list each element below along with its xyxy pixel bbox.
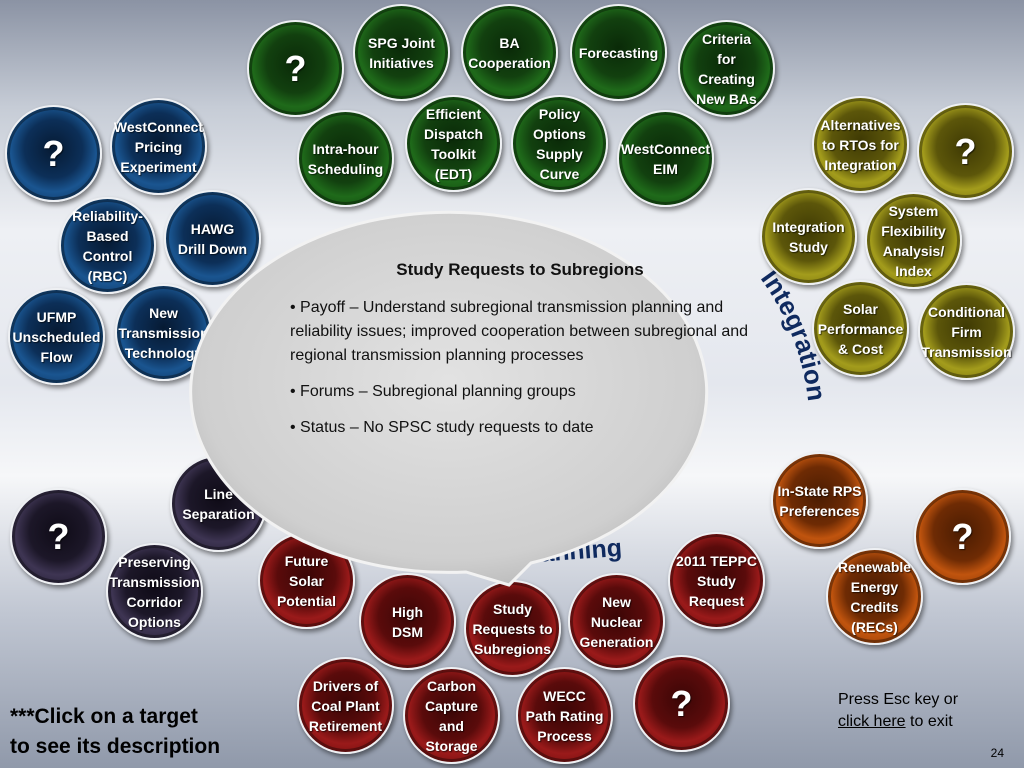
new-nuclear-target[interactable]: New Nuclear Generation: [568, 573, 665, 670]
page-number: 24: [990, 746, 1004, 760]
callout-bullet-status: • Status – No SPSC study requests to dat…: [290, 419, 594, 436]
high-dsm-target[interactable]: High DSM: [359, 573, 456, 670]
criteria-new-bas-target[interactable]: Criteria for Creating New BAs: [678, 20, 775, 117]
red-unknown-target[interactable]: ?: [633, 655, 730, 752]
intra-hour-scheduling-target[interactable]: Intra-hour Scheduling: [297, 110, 394, 207]
click-instructions: ***Click on a target to see its descript…: [10, 702, 220, 762]
forecasting-target[interactable]: Forecasting: [570, 4, 667, 101]
system-flexibility-target[interactable]: System Flexibility Analysis/ Index: [865, 192, 962, 289]
click-instructions-line2: to see its description: [10, 735, 221, 758]
conditional-firm-transmission-target[interactable]: Conditional Firm Transmission: [918, 283, 1015, 380]
policy-options-target[interactable]: Policy Options Supply Curve: [511, 95, 608, 192]
edt-target[interactable]: Efficient Dispatch Toolkit (EDT): [405, 95, 502, 192]
study-requests-subregions-target[interactable]: Study Requests to Subregions: [464, 580, 561, 677]
exit-line1: Press Esc key or: [838, 691, 959, 708]
callout-bullet-payoff: • Payoff – Understand subregional transm…: [290, 299, 749, 364]
integration-study-target[interactable]: Integration Study: [760, 188, 857, 285]
callout-title: Study Requests to Subregions: [396, 260, 644, 279]
exit-link[interactable]: click here: [838, 713, 906, 730]
blue-unknown-target[interactable]: ?: [5, 105, 102, 202]
olive-unknown-target[interactable]: ?: [917, 103, 1014, 200]
exit-suffix: to exit: [905, 713, 953, 730]
hawg-drill-down-target[interactable]: HAWG Drill Down: [164, 190, 261, 287]
wecc-path-rating-target[interactable]: WECC Path Rating Process: [516, 667, 613, 764]
orange-unknown-target[interactable]: ?: [914, 488, 1011, 585]
click-instructions-line1: ***Click on a target: [10, 705, 198, 728]
exit-line2: click here to exit: [838, 711, 958, 733]
input-planning-label: Input to Planning: [417, 534, 623, 576]
westconnect-pricing-target[interactable]: WestConnect Pricing Experiment: [110, 98, 207, 195]
solar-performance-target[interactable]: Solar Performance & Cost: [812, 280, 909, 377]
preserving-corridor-target[interactable]: Preserving Transmission Corridor Options: [106, 543, 203, 640]
ba-cooperation-target[interactable]: BA Cooperation: [461, 4, 558, 101]
line-separation-target[interactable]: Line Separation: [170, 455, 267, 552]
in-state-rps-target[interactable]: In-State RPS Preferences: [771, 452, 868, 549]
renewable-energy-credits-target[interactable]: Renewable Energy Credits (RECs): [826, 548, 923, 645]
spg-joint-initiatives-target[interactable]: SPG Joint Initiatives: [353, 4, 450, 101]
ufmp-unscheduled-flow-target[interactable]: UFMP Unscheduled Flow: [8, 288, 105, 385]
green-unknown-target[interactable]: ?: [247, 20, 344, 117]
purple-unknown-target[interactable]: ?: [10, 488, 107, 585]
reliability-based-control-target[interactable]: Reliability- Based Control (RBC): [59, 197, 156, 294]
teppc-study-request-target[interactable]: 2011 TEPPC Study Request: [668, 532, 765, 629]
coal-retirement-target[interactable]: Drivers of Coal Plant Retirement: [297, 657, 394, 754]
callout-content: Study Requests to Subregions • Payoff – …: [290, 258, 760, 452]
new-transmission-technology-target[interactable]: New Transmission Technology: [115, 284, 212, 381]
carbon-capture-target[interactable]: Carbon Capture and Storage: [403, 667, 500, 764]
exit-instructions: Press Esc key or click here to exit: [838, 689, 958, 733]
future-solar-target[interactable]: Future Solar Potential: [258, 532, 355, 629]
callout-bullet-forums: • Forums – Subregional planning groups: [290, 383, 576, 400]
westconnect-eim-target[interactable]: WestConnect EIM: [617, 110, 714, 207]
alternatives-to-rtos-target[interactable]: Alternatives to RTOs for Integration: [812, 96, 909, 193]
